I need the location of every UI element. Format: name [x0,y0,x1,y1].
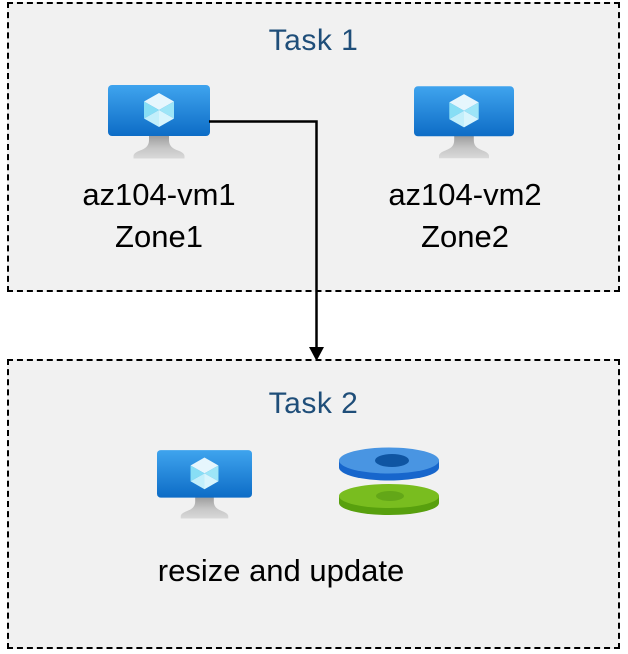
vm2-zone: Zone2 [421,219,509,254]
task2-box [7,359,620,649]
task2-virtual-machine-icon [157,450,252,519]
task1-title: Task 1 [268,24,359,57]
task2-caption: resize and update [157,553,405,588]
vm1-zone: Zone1 [115,219,203,254]
task2-title: Task 2 [268,387,359,420]
vm2-name: az104-vm2 [388,177,542,212]
vm1-virtual-machine-icon [108,85,210,159]
vm1-name: az104-vm1 [82,177,236,212]
vm2-virtual-machine-icon [414,86,514,159]
disks-icon [339,447,439,515]
vm1-label: az104-vm1 Zone1 [9,174,309,258]
vm2-label: az104-vm2 Zone2 [315,174,615,258]
